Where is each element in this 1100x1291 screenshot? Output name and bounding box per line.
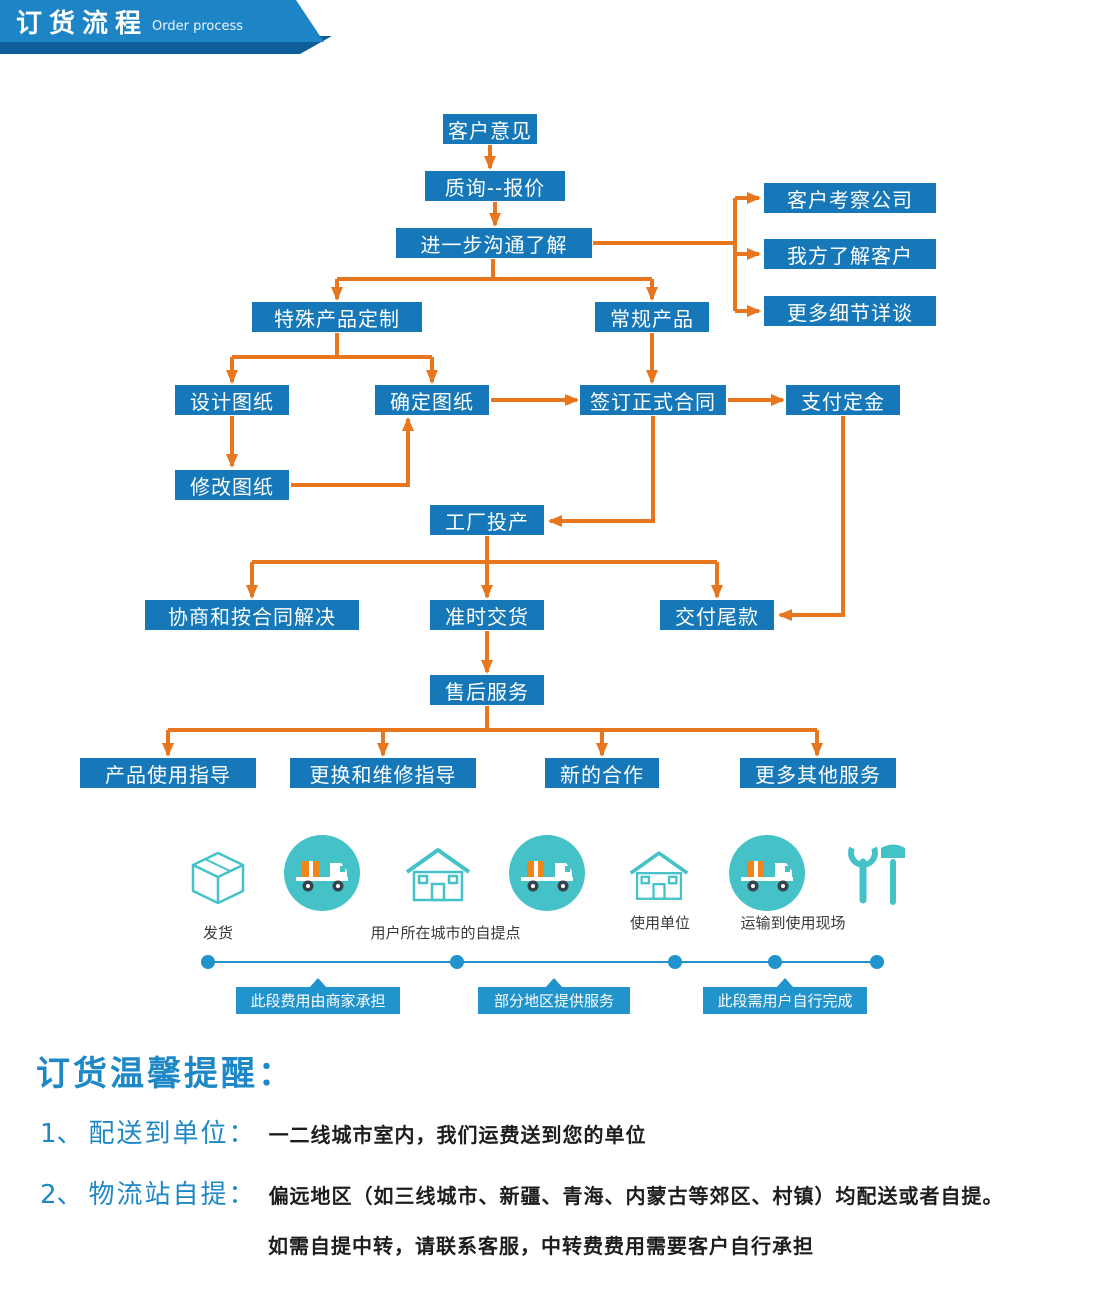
flow-node-modify-drawings: 修改图纸 bbox=[175, 470, 289, 500]
notes-title: 订货温馨提醒： bbox=[36, 1054, 295, 1094]
delivery-truck-icon bbox=[509, 835, 585, 915]
flow-node-pay-deposit: 支付定金 bbox=[786, 385, 900, 415]
note-item-number: 1、 bbox=[40, 1119, 83, 1149]
flow-node-after-sales-service: 售后服务 bbox=[430, 675, 544, 705]
delivery-truck-icon bbox=[729, 835, 805, 915]
section-title: 订货流程 bbox=[16, 8, 149, 39]
flow-node-more-details-discussion: 更多细节详谈 bbox=[764, 296, 936, 326]
note-item-text: 偏远地区（如三线城市、新疆、青海、内蒙古等郊区、村镇）均配送或者自提。 bbox=[268, 1184, 1004, 1208]
logistics-timeline bbox=[201, 955, 884, 969]
flow-node-customer-visit-company: 客户考察公司 bbox=[764, 183, 936, 213]
page-header: 订货流程 Order process bbox=[0, 0, 324, 42]
house-icon bbox=[403, 845, 473, 907]
section-subtitle: Order process bbox=[152, 18, 244, 34]
note-item-delivery: 1、 配送到单位： 一二线城市室内，我们运费送到您的单位 bbox=[40, 1113, 647, 1150]
segment-merchant-tag: 此段费用由商家承担 bbox=[236, 978, 400, 1014]
flow-node-sign-formal-contract: 签订正式合同 bbox=[580, 385, 726, 415]
flow-node-further-communication: 进一步沟通了解 bbox=[396, 228, 592, 258]
note-item-label: 配送到单位： bbox=[88, 1119, 257, 1149]
flow-node-inquiry-quote: 质询--报价 bbox=[425, 171, 565, 201]
flow-node-special-product-customization: 特殊产品定制 bbox=[252, 302, 422, 332]
package-icon bbox=[183, 843, 253, 913]
flow-node-on-time-delivery: 准时交货 bbox=[430, 600, 544, 630]
flow-node-factory-production: 工厂投产 bbox=[430, 505, 544, 535]
delivery-truck-icon bbox=[284, 835, 360, 915]
pickup-point-label: 用户所在城市的自提点 bbox=[370, 924, 521, 942]
flow-node-we-understand-customer: 我方了解客户 bbox=[764, 239, 936, 269]
flow-node-customer-feedback: 客户意见 bbox=[443, 114, 537, 144]
flow-node-more-other-services: 更多其他服务 bbox=[740, 758, 896, 788]
segment-partial-tag: 部分地区提供服务 bbox=[478, 978, 630, 1014]
note-item-label: 物流站自提： bbox=[88, 1180, 257, 1210]
note-item-number: 2、 bbox=[40, 1180, 83, 1210]
flow-node-replacement-repair-guidance: 更换和维修指导 bbox=[290, 758, 476, 788]
flow-node-design-drawings: 设计图纸 bbox=[175, 385, 289, 415]
transport-label: 运输到使用现场 bbox=[740, 914, 846, 932]
segment-user-tag: 此段需用户自行完成 bbox=[703, 978, 867, 1014]
flow-node-new-cooperation: 新的合作 bbox=[545, 758, 659, 788]
flow-node-regular-product: 常规产品 bbox=[595, 302, 709, 332]
note-item-text: 一二线城市室内，我们运费送到您的单位 bbox=[268, 1123, 647, 1147]
using-unit-label: 使用单位 bbox=[629, 914, 690, 932]
flow-node-product-usage-guidance: 产品使用指导 bbox=[80, 758, 256, 788]
flow-node-confirm-drawings: 确定图纸 bbox=[375, 385, 489, 415]
note-item-pickup-extra: 如需自提中转，请联系客服，中转费费用需要客户自行承担 bbox=[268, 1230, 814, 1259]
ship-label: 发货 bbox=[202, 924, 233, 942]
flow-node-pay-balance: 交付尾款 bbox=[660, 600, 774, 630]
house-icon bbox=[627, 848, 691, 906]
note-item-text: 如需自提中转，请联系客服，中转费费用需要客户自行承担 bbox=[268, 1234, 814, 1258]
note-item-pickup: 2、 物流站自提： 偏远地区（如三线城市、新疆、青海、内蒙古等郊区、村镇）均配送… bbox=[40, 1174, 1004, 1211]
tools-icon bbox=[843, 838, 913, 914]
flow-node-negotiate-per-contract: 协商和按合同解决 bbox=[145, 600, 359, 630]
